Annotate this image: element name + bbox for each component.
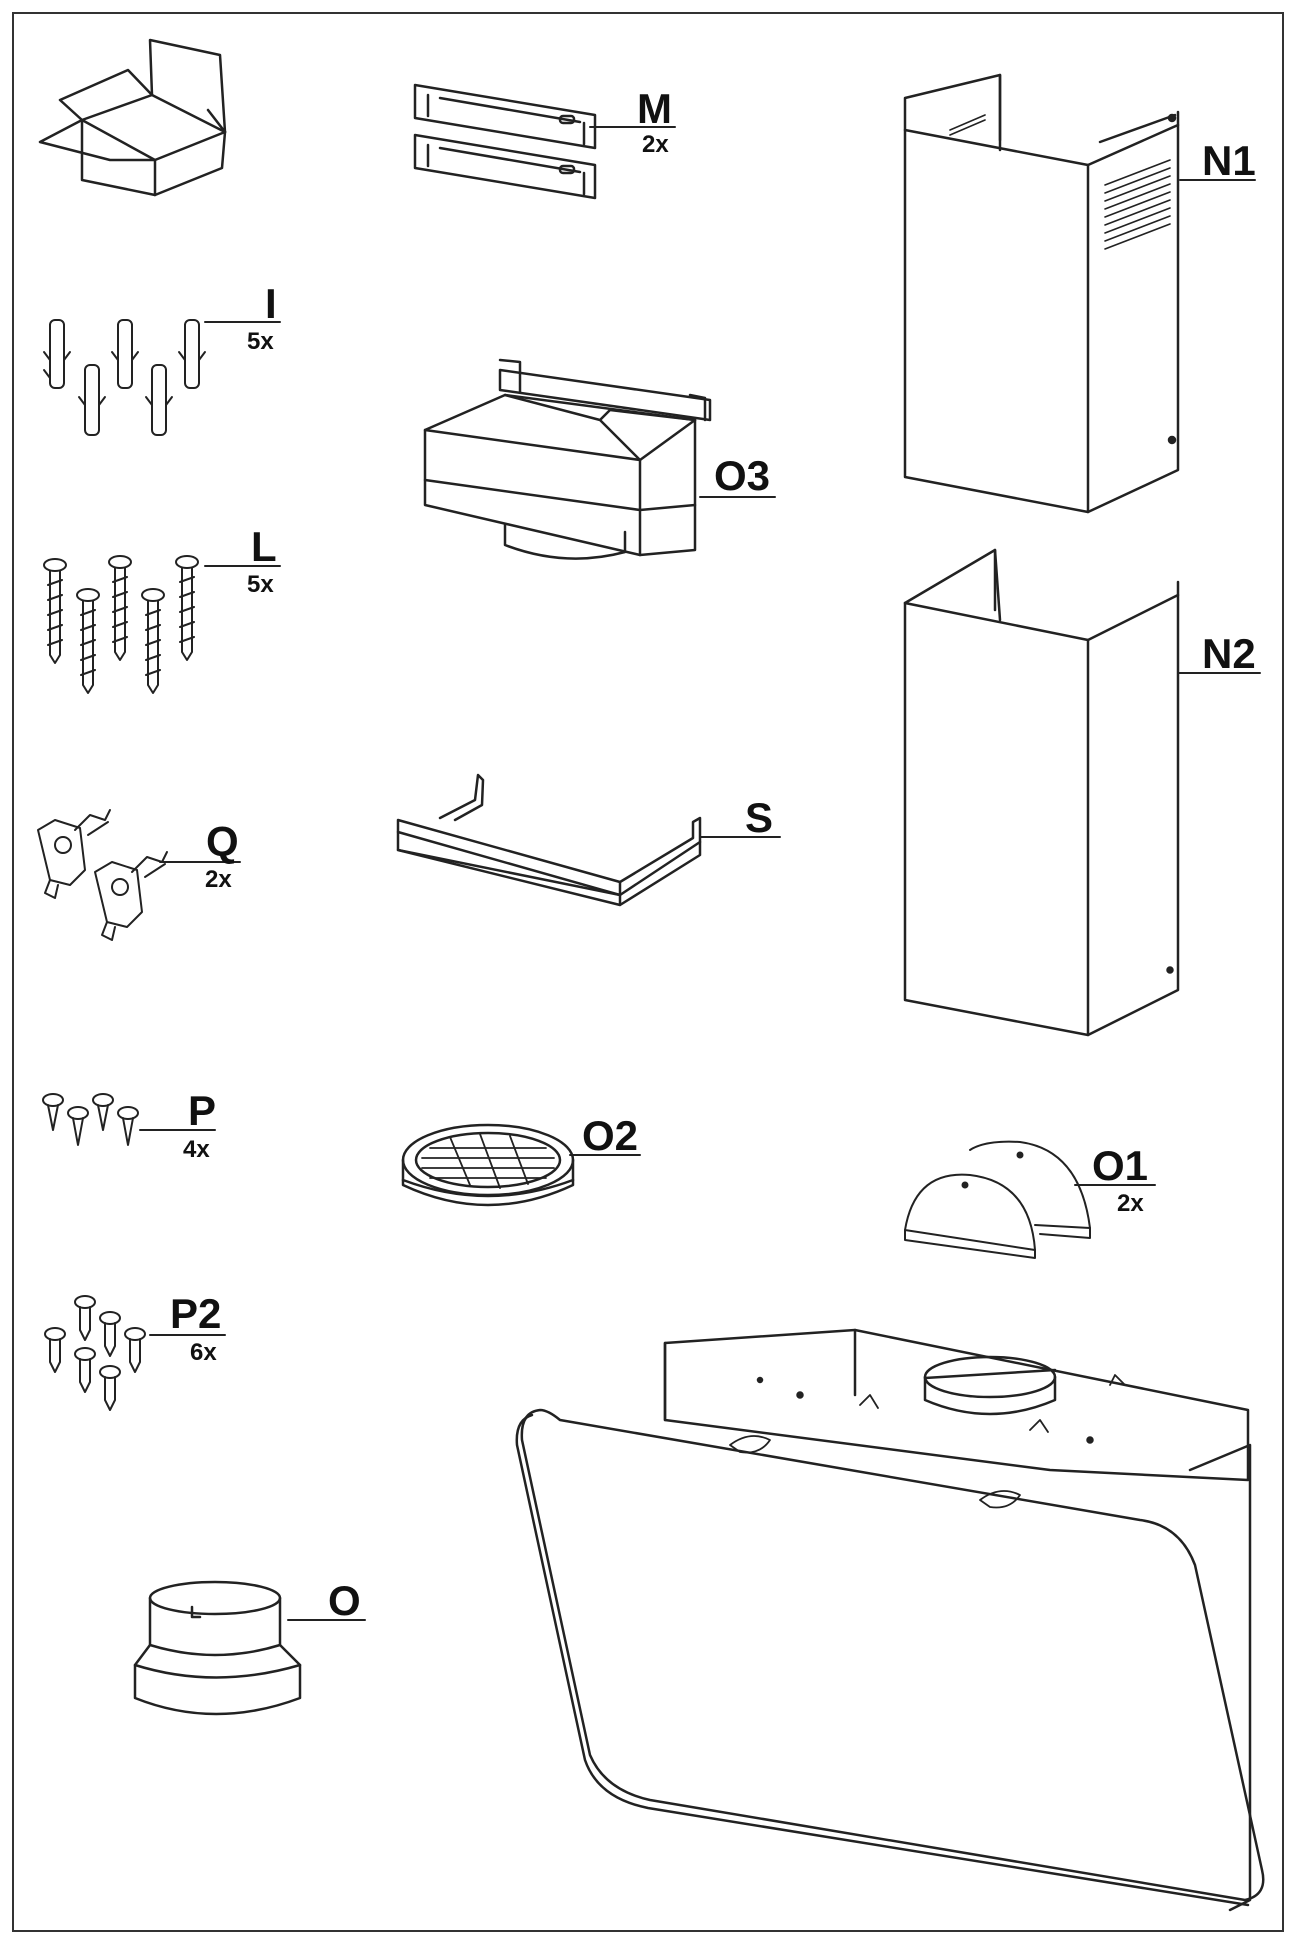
brackets-q-icon xyxy=(37,809,168,941)
qty-i: 5x xyxy=(247,328,274,355)
grille-o2-icon xyxy=(401,1123,575,1207)
chimney-n1-icon xyxy=(903,73,1180,514)
label-p2: P2 xyxy=(170,1290,222,1337)
bracket-m-icon xyxy=(413,83,597,200)
connector-o3-icon xyxy=(423,358,712,560)
label-n1: N1 xyxy=(1202,137,1256,184)
label-q: Q xyxy=(206,818,239,865)
label-o2: O2 xyxy=(582,1112,639,1159)
screws-l-icon xyxy=(43,555,199,694)
qty-p2: 6x xyxy=(190,1339,217,1366)
page-frame xyxy=(12,12,1284,1932)
label-p: P xyxy=(188,1087,217,1134)
valves-o1-icon xyxy=(904,1140,1091,1259)
qty-q: 2x xyxy=(205,866,232,893)
label-l: L xyxy=(251,523,277,570)
label-n2: N2 xyxy=(1202,630,1256,677)
wall-plugs-i-icon xyxy=(43,319,206,436)
label-s: S xyxy=(745,794,774,841)
qty-p: 4x xyxy=(183,1136,210,1163)
label-i: I xyxy=(265,280,277,327)
label-m: M xyxy=(637,85,672,132)
qty-m: 2x xyxy=(642,131,669,158)
box-icon xyxy=(38,38,227,197)
leader-lines xyxy=(139,126,1261,1621)
chimney-n2-icon xyxy=(903,548,1180,1037)
screws-p2-icon xyxy=(44,1295,146,1411)
qty-o1: 2x xyxy=(1117,1190,1144,1217)
label-o1: O1 xyxy=(1092,1142,1149,1189)
reducer-o-icon xyxy=(133,1580,302,1716)
hood-icon xyxy=(515,1328,1265,1912)
screws-p-icon xyxy=(42,1093,139,1146)
label-o3: O3 xyxy=(714,452,771,499)
label-o: O xyxy=(328,1577,361,1624)
qty-l: 5x xyxy=(247,571,274,598)
bracket-s-icon xyxy=(396,773,702,907)
